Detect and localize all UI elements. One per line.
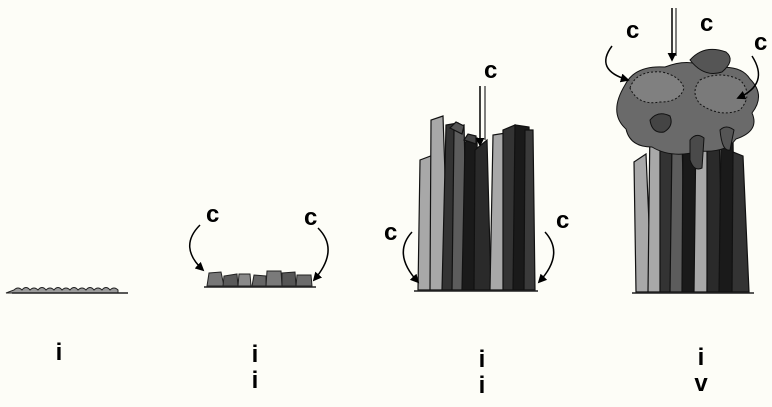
curved-arrow-icon — [606, 46, 628, 80]
process-label: c — [556, 207, 569, 234]
stage-label-iii: i i — [470, 347, 494, 399]
stage-ii-blocks — [204, 271, 316, 287]
stage-label-iv: i v — [689, 345, 713, 397]
process-label: c — [206, 201, 219, 228]
stage-label-line: i — [470, 347, 494, 373]
stage-label-line: i — [243, 342, 267, 368]
curved-arrow-icon — [190, 225, 203, 270]
stage-label-line: i — [243, 368, 267, 394]
process-label: c — [304, 204, 317, 231]
stage-label-line: v — [689, 371, 713, 397]
curved-arrow-icon — [539, 232, 554, 282]
stage-label-ii: i i — [243, 342, 267, 394]
process-label: c — [626, 17, 639, 44]
stage-label-i: i — [47, 340, 71, 366]
process-label: c — [484, 57, 497, 84]
process-label: c — [700, 10, 713, 37]
stage-label-line: i — [470, 373, 494, 399]
curved-arrow-icon — [403, 232, 418, 282]
process-label: c — [754, 29, 767, 56]
stage-iii-columns — [414, 116, 538, 291]
stage-i-crust — [6, 288, 128, 294]
stage-label-line: i — [689, 345, 713, 371]
stage-iv-cap — [617, 49, 759, 169]
stage-label-line: i — [47, 340, 71, 366]
curved-arrow-icon — [314, 228, 328, 280]
process-label: c — [384, 219, 397, 246]
